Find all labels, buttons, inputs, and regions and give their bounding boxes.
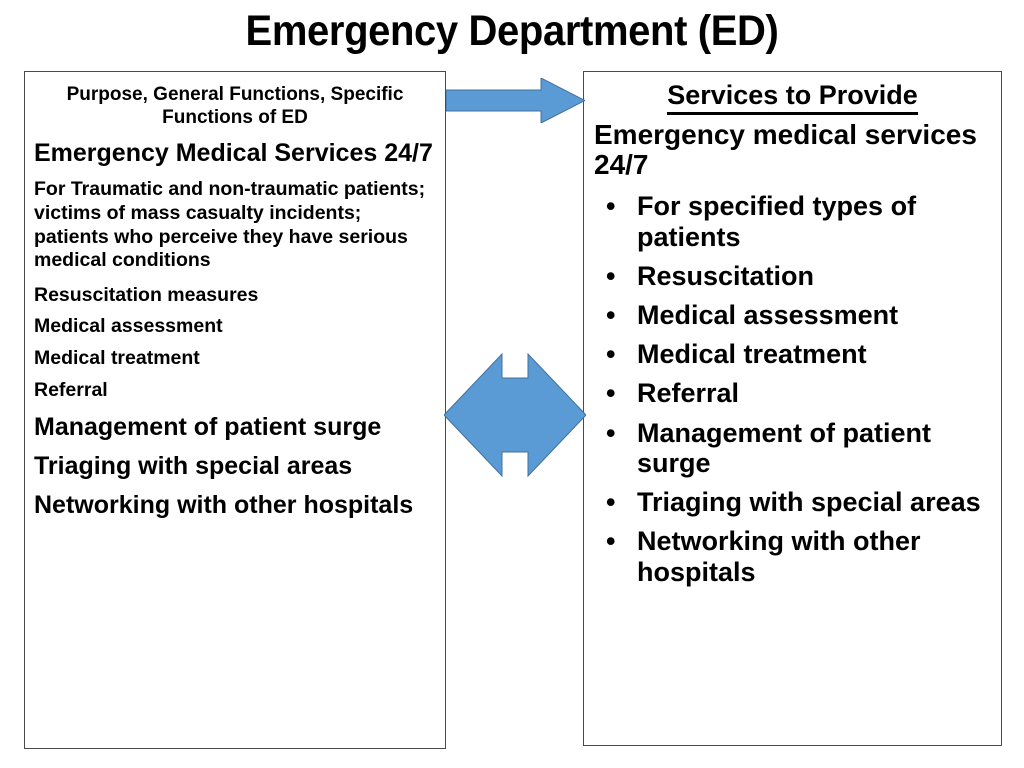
list-item: • Medical treatment bbox=[592, 339, 993, 369]
purpose-functions-panel: Purpose, General Functions, Specific Fun… bbox=[24, 71, 446, 749]
list-item: • Medical assessment bbox=[592, 300, 993, 330]
list-item-label: Triaging with special areas bbox=[637, 487, 981, 518]
left-panel-item: Referral bbox=[34, 378, 108, 401]
left-panel-item: Medical assessment bbox=[34, 315, 223, 338]
left-panel-item: For Traumatic and non-traumatic patients… bbox=[34, 178, 426, 272]
left-panel-item: Medical treatment bbox=[34, 346, 200, 369]
list-item-label: For specified types of patients bbox=[637, 191, 917, 252]
list-item-label: Medical assessment bbox=[637, 299, 899, 330]
list-item-label: Referral bbox=[637, 378, 740, 409]
list-item-label: Resuscitation bbox=[637, 260, 815, 291]
left-panel-item: Triaging with special areas bbox=[34, 452, 353, 481]
services-to-provide-panel: Services to Provide Emergency medical se… bbox=[583, 71, 1002, 746]
bullet-icon: • bbox=[606, 417, 616, 448]
page-title: Emergency Department (ED) bbox=[245, 7, 779, 55]
left-panel-item: Networking with other hospitals bbox=[34, 491, 414, 520]
bullet-icon: • bbox=[606, 260, 616, 291]
bullet-icon: • bbox=[606, 526, 616, 557]
bullet-icon: • bbox=[606, 299, 616, 330]
right-panel-intro: Emergency medical services 24/7 bbox=[594, 118, 977, 181]
left-panel-header: Purpose, General Functions, Specific Fun… bbox=[66, 84, 404, 129]
list-item: • Management of patient surge bbox=[592, 418, 993, 478]
right-arrow-icon bbox=[446, 78, 585, 123]
left-right-arrow-icon bbox=[444, 352, 586, 478]
bullet-icon: • bbox=[606, 339, 616, 370]
list-item: • Referral bbox=[592, 378, 993, 408]
list-item: • For specified types of patients bbox=[592, 191, 993, 251]
list-item-label: Medical treatment bbox=[637, 339, 867, 370]
right-panel-header-text: Services to Provide bbox=[667, 80, 918, 115]
right-panel-header: Services to Provide bbox=[592, 80, 993, 115]
bullet-icon: • bbox=[606, 191, 616, 222]
bullet-icon: • bbox=[606, 378, 616, 409]
left-panel-item: Resuscitation measures bbox=[34, 283, 259, 306]
left-panel-item: Emergency Medical Services 24/7 bbox=[34, 139, 433, 168]
list-item: • Networking with other hospitals bbox=[592, 526, 993, 586]
list-item: • Triaging with special areas bbox=[592, 487, 993, 517]
bullet-icon: • bbox=[606, 487, 616, 518]
list-item-label: Networking with other hospitals bbox=[637, 526, 921, 587]
left-panel-item: Management of patient surge bbox=[34, 413, 382, 442]
list-item: • Resuscitation bbox=[592, 261, 993, 291]
list-item-label: Management of patient surge bbox=[637, 417, 932, 478]
